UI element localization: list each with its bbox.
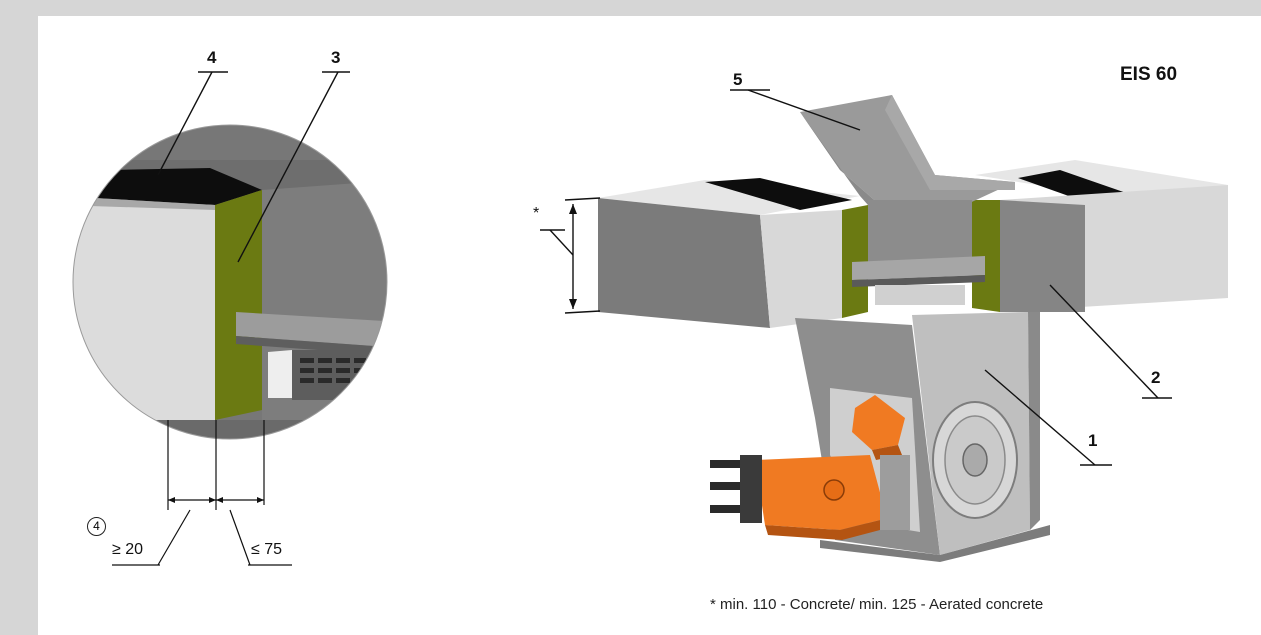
- detail-magnifier: [73, 125, 387, 439]
- diagram-title: EIS 60: [1120, 64, 1178, 85]
- asterisk-marker: *: [533, 205, 540, 222]
- dimension-max: ≤ 75: [251, 541, 283, 558]
- footnote: * min. 110 - Concrete/ min. 125 - Aerate…: [710, 596, 1044, 613]
- label-2: 2: [1151, 368, 1161, 387]
- label-5: 5: [733, 70, 743, 89]
- label-3: 3: [331, 48, 341, 67]
- label-1: 1: [1088, 431, 1098, 450]
- circled-ref-4: 4: [87, 517, 106, 536]
- dimension-min: ≥ 20: [112, 541, 144, 558]
- slab-left: [598, 178, 868, 328]
- label-4: 4: [207, 48, 217, 67]
- slab-right: [972, 160, 1228, 312]
- actuator-main: [710, 455, 910, 540]
